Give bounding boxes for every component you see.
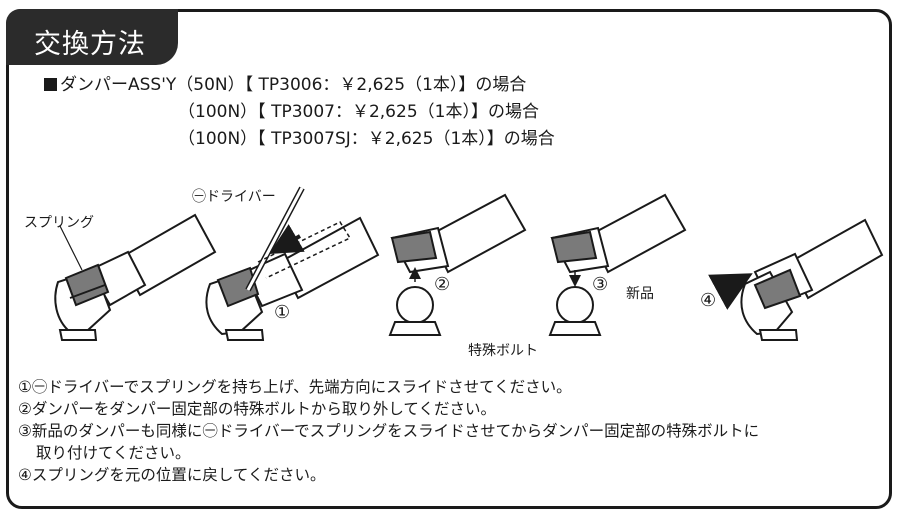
- damper-figure-step2: [388, 193, 527, 336]
- step-marker-2: ②: [434, 274, 451, 295]
- instruction-3-continued: 取り付けてください。: [36, 444, 191, 462]
- part-spec-2: （100N）【 TP3007：￥2,625（1本）】の場合: [178, 102, 539, 122]
- part-spec-1-text: ダンパーASS'Y（50N）【 TP3006：￥2,625（1本）】の場合: [60, 75, 527, 95]
- instruction-3: ③新品のダンパーも同様に㊀ドライバーでスプリングをスライドさせてからダンパー固定…: [18, 422, 760, 440]
- damper-figure-step1: [205, 186, 380, 341]
- square-bullet-icon: [44, 78, 57, 91]
- part-spec-1: ダンパーASS'Y（50N）【 TP3006：￥2,625（1本）】の場合: [44, 70, 526, 95]
- instruction-2: ②ダンパーをダンパー固定部の特殊ボルトから取り外してください。: [18, 400, 496, 418]
- spring-leader: [59, 225, 83, 271]
- damper-figure-step3: [548, 193, 687, 336]
- new-part-label: 新品: [626, 286, 654, 302]
- step-marker-3: ③: [592, 274, 609, 295]
- step-marker-1: ①: [274, 302, 291, 323]
- section-title-tab: [6, 9, 178, 65]
- damper-figure-step4: [740, 218, 884, 341]
- driver-label: ㊀ドライバー: [192, 189, 276, 205]
- part-spec-3: （100N）【 TP3007SJ：￥2,625（1本）】の場合: [178, 129, 555, 149]
- section-title: 交換方法: [34, 29, 146, 60]
- spring-label: スプリング: [24, 215, 94, 231]
- instruction-1: ①㊀ドライバーでスプリングを持ち上げ、先端方向にスライドさせてください。: [18, 378, 572, 396]
- instruction-4: ④スプリングを元の位置に戻してください。: [18, 466, 326, 484]
- special-bolt-label: 特殊ボルト: [468, 343, 538, 359]
- step-marker-4: ④: [700, 290, 717, 311]
- damper-figure-spring: [54, 213, 217, 341]
- slide-arrow: [269, 224, 305, 255]
- return-arrow: [708, 273, 753, 310]
